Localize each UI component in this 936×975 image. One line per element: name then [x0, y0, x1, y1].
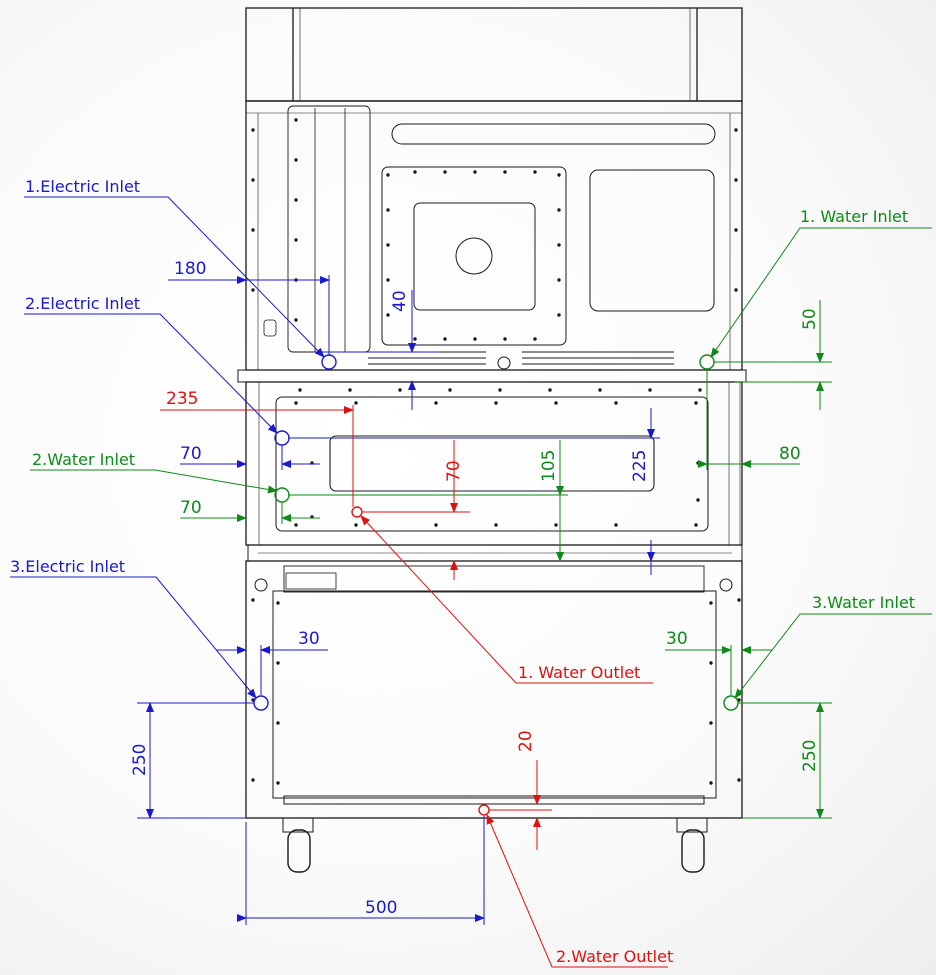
dim-250-right: 250	[800, 740, 820, 772]
water-inlet-3-port	[723, 695, 739, 711]
connection-points	[253, 354, 739, 816]
water-outlet-2-port	[478, 804, 490, 816]
electric-inlet-3-label: 3.Electric Inlet	[10, 557, 125, 576]
electric-inlet-2-port	[274, 430, 290, 446]
dim-30-right: 30	[666, 629, 688, 649]
dim-70-electric: 70	[180, 444, 202, 464]
dim-70-water: 70	[180, 498, 202, 518]
electric-inlet-1-label: 1.Electric Inlet	[25, 177, 140, 196]
water-inlet-2-label: 2.Water Inlet	[32, 450, 135, 469]
dim-70-outlet: 70	[444, 460, 464, 482]
dim-20: 20	[516, 730, 536, 752]
dimension-lines	[137, 275, 832, 925]
panel-screws	[251, 118, 741, 785]
water-outlet-1-port	[351, 506, 363, 518]
water-outlet-2-label: 2.Water Outlet	[556, 947, 673, 966]
dim-180: 180	[174, 259, 206, 279]
water-inlet-2-port	[274, 487, 290, 503]
top-hood	[245, 7, 743, 102]
leader-lines	[10, 196, 932, 968]
electric-inlet-2-label: 2.Electric Inlet	[25, 294, 140, 313]
middle-unit	[245, 381, 743, 546]
machine-outline	[237, 7, 747, 873]
upper-oven-panel	[245, 100, 743, 371]
dim-250-left: 250	[130, 744, 150, 776]
dim-500: 500	[365, 898, 397, 918]
dim-40: 40	[390, 290, 410, 312]
water-inlet-1-port	[699, 354, 715, 370]
dim-105: 105	[539, 450, 559, 482]
dim-235: 235	[166, 389, 198, 409]
water-inlet-3-label: 3.Water Inlet	[812, 593, 915, 612]
water-inlet-1-label: 1. Water Inlet	[800, 207, 908, 226]
water-outlet-1-label: 1. Water Outlet	[518, 663, 640, 682]
dim-30-left: 30	[298, 629, 320, 649]
electric-inlet-3-port	[253, 695, 269, 711]
electric-inlet-1-port	[321, 354, 337, 370]
lower-cabinet	[245, 560, 743, 819]
dim-225: 225	[630, 450, 650, 482]
dim-80: 80	[779, 444, 801, 464]
dim-50: 50	[800, 308, 820, 330]
